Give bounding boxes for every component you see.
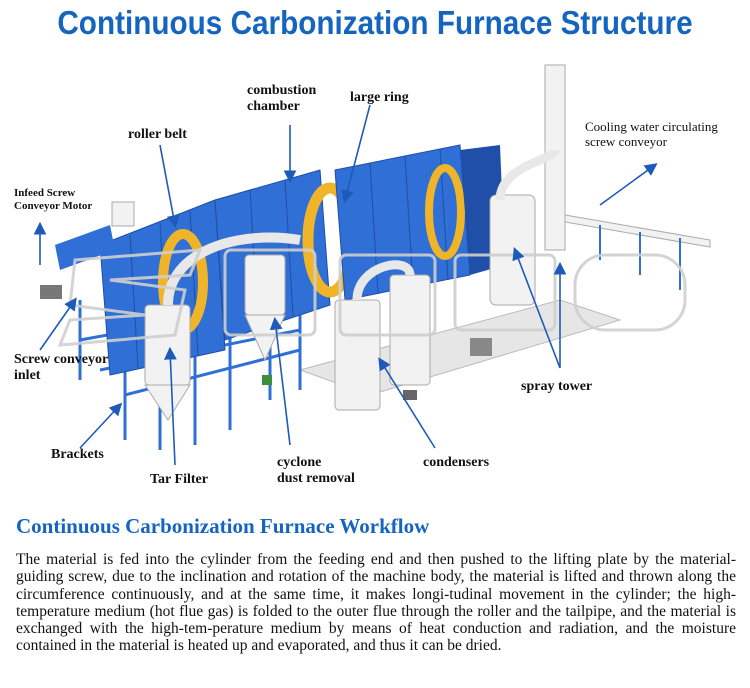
label-roller-belt: roller belt: [128, 127, 187, 142]
cyclone-unit: [244, 254, 286, 385]
workflow-description: The material is fed into the cylinder fr…: [16, 551, 736, 655]
label-spray-tower: spray tower: [521, 379, 593, 394]
label-combustion-chamber: combustion chamber: [247, 83, 317, 114]
label-tar-filter: Tar Filter: [150, 472, 208, 487]
furnace-diagram: [33, 64, 711, 466]
infeed-conveyor: [40, 201, 135, 299]
workflow-heading: Continuous Carbonization Furnace Workflo…: [16, 514, 430, 538]
label-infeed-motor: Infeed Screw Conveyor Motor: [14, 187, 93, 212]
label-condensers: condensers: [423, 455, 490, 470]
label-cooling-conveyor: Cooling water circulating screw conveyor: [585, 119, 718, 149]
watermark-logo: [57, 248, 687, 347]
callout-arrows: [33, 104, 658, 466]
label-large-ring: large ring: [350, 90, 409, 105]
cooling-screw-conveyor: [564, 214, 711, 290]
condenser-units: [334, 260, 431, 411]
label-screw-inlet: Screw conveyor inlet: [14, 352, 109, 383]
label-cyclone: cyclone dust removal: [277, 455, 355, 486]
label-brackets: Brackets: [51, 447, 104, 462]
page-title: Continuous Carbonization Furnace Structu…: [57, 4, 693, 41]
